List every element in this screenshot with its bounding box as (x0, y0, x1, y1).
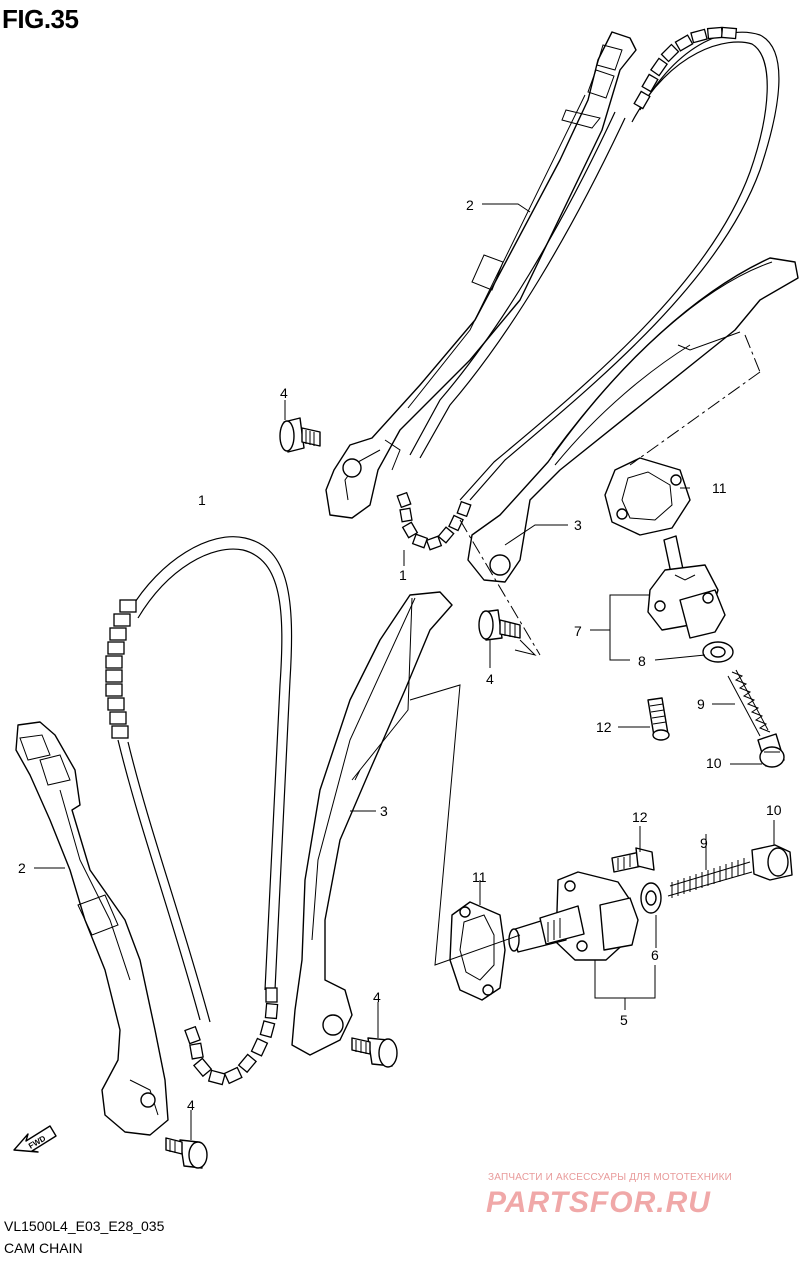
upper-tensioner-gasket[interactable] (604, 457, 691, 536)
callout-10-lower: 10 (766, 802, 782, 818)
watermark-brand: PARTSFOR.RU (486, 1186, 711, 1219)
lower-tensioner-arm[interactable] (291, 591, 453, 1056)
upper-tensioner-arm[interactable] (467, 257, 799, 583)
callout-4-lower-right: 4 (373, 989, 381, 1005)
callout-5: 5 (620, 1012, 628, 1028)
lower-chain-guide[interactable] (15, 721, 169, 1136)
lower-tensioner-adjuster[interactable] (508, 871, 639, 961)
lower-spring[interactable] (667, 858, 753, 898)
lower-small-bolt[interactable] (611, 847, 655, 873)
guide-bolt-mid[interactable] (478, 609, 521, 641)
callout-3-upper: 3 (574, 517, 582, 533)
watermark-tagline: ЗАПЧАСТИ И АКСЕССУАРЫ ДЛЯ МОТОТЕХНИКИ (488, 1172, 733, 1183)
callout-1-lower: 1 (399, 567, 407, 583)
callout-labels: 2 4 1 11 3 1 7 8 4 9 12 10 2 3 12 10 9 1… (18, 197, 782, 1113)
callout-9-upper: 9 (697, 696, 705, 712)
guide-bolt-lower-right[interactable] (351, 1037, 398, 1068)
callout-4-upper: 4 (280, 385, 288, 401)
callout-4-mid: 4 (486, 671, 494, 687)
callout-3-lower: 3 (380, 803, 388, 819)
callout-2-upper: 2 (466, 197, 474, 213)
upper-cap-bolt[interactable] (757, 733, 785, 768)
callout-11-upper: 11 (712, 480, 727, 496)
upper-washer[interactable] (702, 641, 734, 663)
upper-cam-chain[interactable] (396, 26, 780, 551)
callout-1-upper: 1 (198, 492, 206, 508)
callout-10-upper: 10 (706, 755, 722, 771)
upper-chain-guide[interactable] (325, 31, 637, 519)
lower-cam-chain[interactable] (105, 536, 293, 1086)
lower-cap-bolt[interactable] (751, 844, 793, 881)
upper-spring[interactable] (727, 669, 771, 737)
callout-12-lower: 12 (632, 809, 648, 825)
guide-bolt-bottom[interactable] (165, 1137, 208, 1169)
callout-12-upper: 12 (596, 719, 612, 735)
upper-tensioner-adjuster[interactable] (647, 535, 726, 639)
callout-7: 7 (574, 623, 582, 639)
callout-11-lower: 11 (472, 869, 487, 885)
callout-8: 8 (638, 653, 646, 669)
callout-2-lower: 2 (18, 860, 26, 876)
figure-title: FIG.35 (2, 4, 79, 34)
guide-bolt-upper[interactable] (279, 417, 321, 453)
leader-lines (34, 203, 775, 1140)
callout-9-lower: 9 (700, 835, 708, 851)
upper-small-bolt[interactable] (647, 697, 670, 741)
fwd-arrow-icon: FWD (13, 1125, 57, 1153)
lower-tensioner-gasket[interactable] (449, 901, 506, 1001)
callout-4-bottom: 4 (187, 1097, 195, 1113)
lower-washer[interactable] (640, 882, 662, 914)
callout-6: 6 (651, 947, 659, 963)
model-code: VL1500L4_E03_E28_035 (4, 1218, 165, 1234)
section-name: CAM CHAIN (4, 1240, 83, 1256)
